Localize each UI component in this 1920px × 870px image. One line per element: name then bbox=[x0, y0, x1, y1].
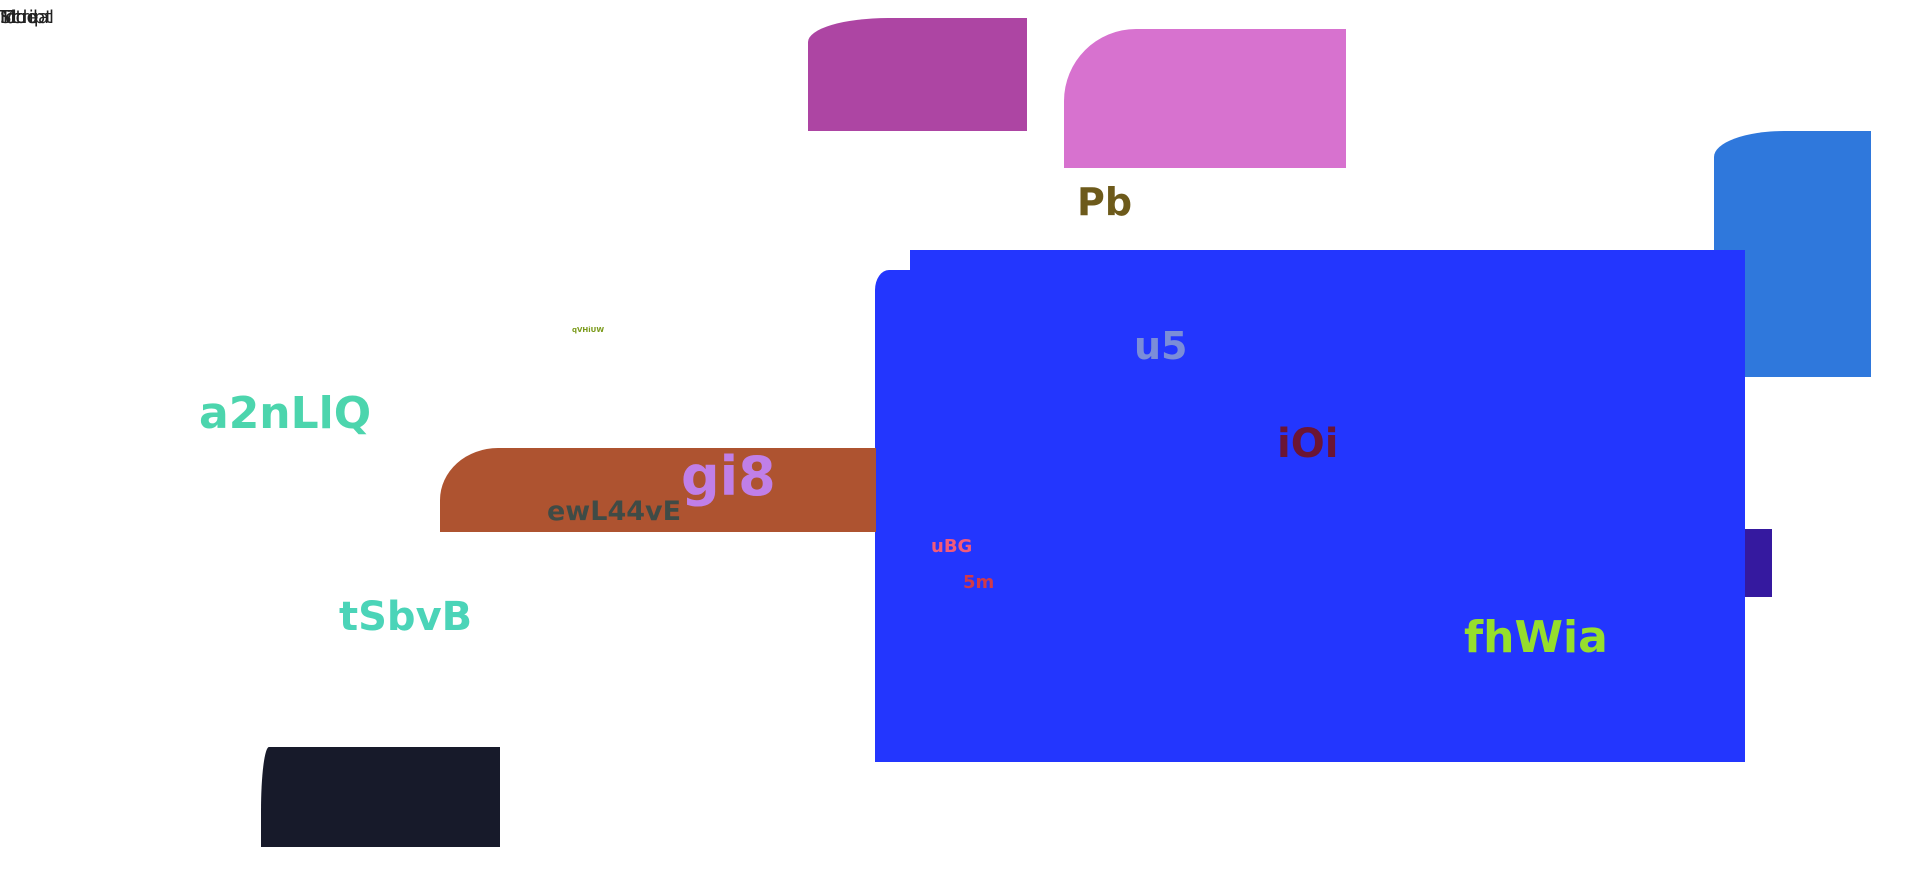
navy-block bbox=[261, 747, 500, 847]
label-fhwia: fhWia bbox=[1464, 612, 1608, 663]
label-ioi: iOi bbox=[1277, 421, 1339, 467]
corner-text-2: Id bbox=[0, 7, 17, 28]
label-pb: Pb bbox=[1077, 180, 1133, 224]
corner-text-1: Id bbox=[0, 7, 17, 28]
label-ewl44ve: ewL44vE bbox=[547, 496, 682, 527]
overlapping-corner-text: Id Id Modal Title Script bbox=[0, 7, 90, 28]
label-tsbvb: tSbvB bbox=[339, 594, 473, 640]
indigo-block bbox=[1744, 529, 1772, 597]
label-5m: 5m bbox=[963, 572, 995, 593]
purple-block bbox=[808, 18, 1027, 131]
label-ubg: uBG bbox=[931, 536, 973, 557]
rust-block bbox=[440, 448, 876, 532]
label-gi8: gi8 bbox=[681, 445, 776, 508]
corner-text-4: Title bbox=[0, 7, 39, 28]
main-blue-panel-top bbox=[910, 250, 1745, 280]
label-u5: u5 bbox=[1134, 324, 1188, 368]
corner-text-5: Script bbox=[0, 7, 53, 28]
main-blue-panel bbox=[875, 270, 1745, 762]
pink-block bbox=[1064, 29, 1346, 168]
label-tiny: qVHiUW bbox=[572, 326, 605, 334]
label-a2nllq: a2nLlQ bbox=[199, 388, 372, 439]
corner-text-3: Modal bbox=[0, 7, 54, 28]
